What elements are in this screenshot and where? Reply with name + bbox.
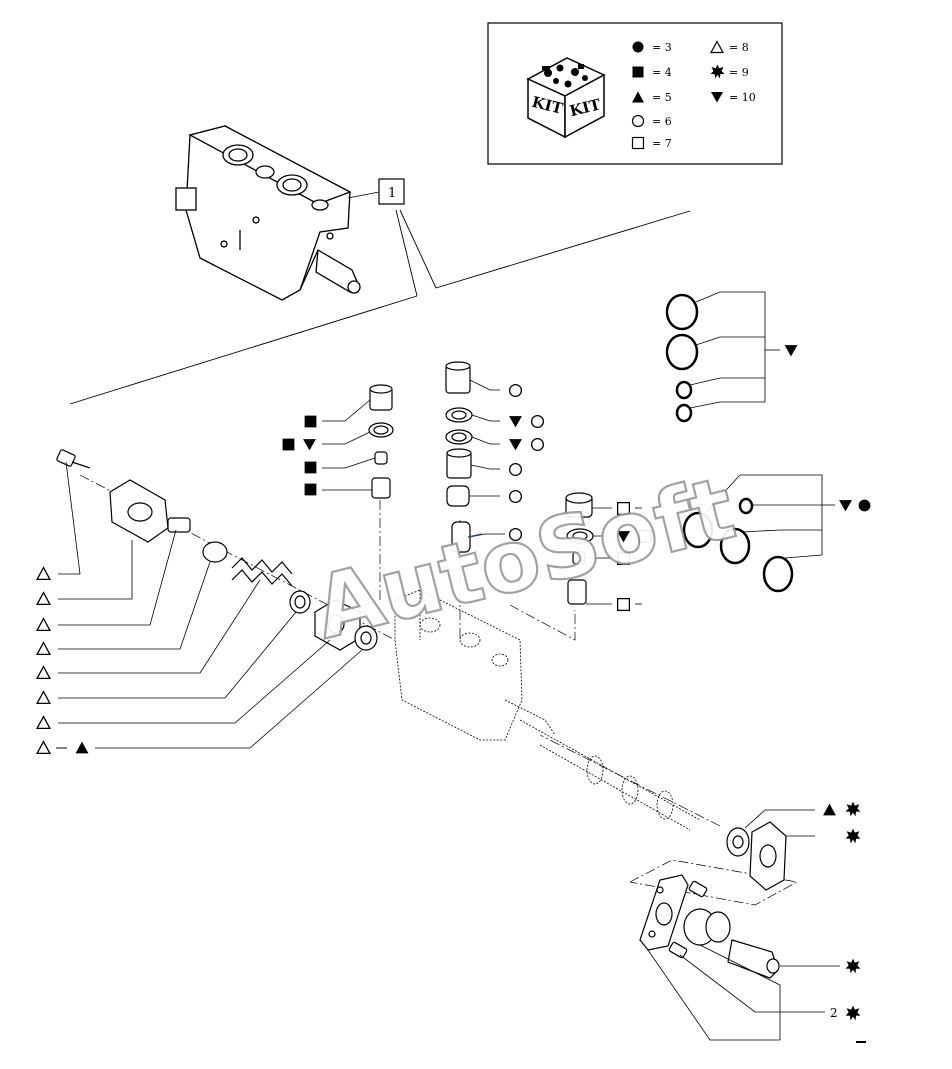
filled-triangle-down-icon: [784, 345, 798, 357]
kit-box-icon: KIT KIT: [526, 57, 606, 139]
filled-triangle-down-icon: [303, 439, 316, 451]
o-rings-middle: [682, 497, 794, 593]
filled-circle-icon: [858, 499, 871, 512]
open-triangle-icon: [36, 740, 51, 755]
open-triangle-icon: [36, 665, 51, 680]
valve-body-ghost: [394, 589, 701, 831]
filled-square-icon: [304, 483, 317, 496]
filled-square-icon: [282, 438, 295, 451]
open-triangle-icon: [36, 641, 51, 656]
o-rings-top: [665, 293, 699, 423]
open-triangle-icon: [36, 715, 51, 730]
bottom-right-parts: [639, 821, 787, 979]
callout-1-label: 1: [388, 186, 396, 201]
kit-legend: KIT KIT = 3 = 4 = 5 = 6 = 7 = 8 = 9 = 10: [487, 22, 783, 165]
center-right-parts: [565, 492, 594, 605]
star-icon: [845, 1005, 861, 1021]
o-rings-top-leaders: [689, 291, 780, 409]
open-triangle-icon: [36, 690, 51, 705]
kit-symbol-filled-circle: [632, 41, 644, 53]
star-icon: [845, 958, 861, 974]
center-left-parts: [368, 384, 394, 499]
center-left-symbols: [282, 415, 317, 496]
kit-entry-8: = 8: [729, 41, 749, 54]
bottom-right-leaders: [647, 809, 840, 1041]
open-circle-icon: [530, 437, 545, 452]
left-leaders: [58, 461, 363, 749]
valve-section-assembly: [175, 125, 361, 301]
kit-entry-6: = 6: [652, 115, 672, 128]
blue-marker: [467, 533, 483, 538]
o-rings-middle-leaders: [704, 474, 835, 559]
kit-entry-5: = 5: [652, 91, 672, 104]
kit-entry-3: = 3: [652, 41, 672, 54]
kit-symbol-filled-triangle: [632, 91, 644, 103]
kit-symbol-filled-triangle-down: [711, 92, 723, 103]
callout-1: 1: [347, 178, 405, 205]
open-square-icon: [616, 597, 631, 612]
filled-triangle-down-icon: [509, 439, 522, 451]
open-circle-icon: [508, 489, 523, 504]
kit-symbol-star: [710, 64, 725, 79]
star-icon: [845, 828, 861, 844]
callout-2-label: 2: [830, 1006, 838, 1020]
left-exploded-parts: [56, 449, 378, 651]
open-triangle-icon: [36, 617, 51, 632]
center-right-leaders: [585, 507, 642, 605]
center-parts: [445, 361, 473, 553]
filled-triangle-down-icon: [509, 416, 522, 428]
filled-square-icon: [304, 461, 317, 474]
section-break-line: [69, 209, 691, 405]
filled-square-icon: [304, 415, 317, 428]
kit-symbol-filled-square: [632, 66, 644, 78]
kit-symbol-open-triangle: [710, 40, 724, 54]
kit-entry-7: = 7: [652, 137, 672, 150]
kit-symbol-open-circle: [631, 114, 645, 128]
watermark: AutoSoft: [305, 459, 744, 659]
star-icon: [845, 801, 861, 817]
kit-entry-4: = 4: [652, 66, 672, 79]
filled-triangle-icon: [823, 803, 836, 816]
open-circle-icon: [508, 383, 523, 398]
filled-triangle-icon: [75, 741, 89, 754]
open-circle-icon: [508, 462, 523, 477]
open-triangle-icon: [36, 566, 51, 581]
kit-entry-9: = 9: [729, 66, 749, 79]
open-circle-icon: [530, 414, 545, 429]
kit-symbol-open-square: [631, 136, 645, 150]
center-left-leaders: [322, 399, 376, 491]
bottom-right-symbols: 2: [823, 801, 861, 1021]
filled-triangle-down-icon: [839, 500, 852, 512]
open-triangle-icon: [36, 591, 51, 606]
left-callout-symbols: [36, 566, 89, 755]
kit-entry-10: = 10: [729, 91, 756, 104]
